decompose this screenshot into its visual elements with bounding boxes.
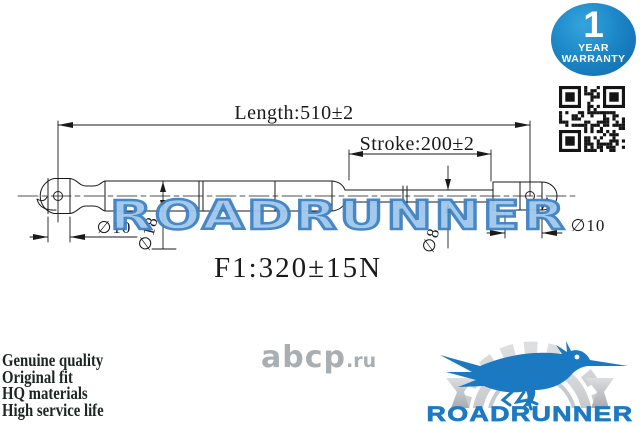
stroke-dimension-label: Stroke:200±2	[360, 133, 475, 155]
force-label: F1:320±15N	[214, 252, 382, 284]
brand-logo-graphic	[440, 341, 628, 411]
warranty-word-warranty: WARRANTY	[561, 53, 626, 65]
qr-code-icon	[559, 86, 625, 152]
right-eye-diameter-label: ∅10	[571, 216, 606, 235]
left-eye-diameter-label: ∅10	[97, 218, 132, 237]
feature-item: High service life	[2, 399, 104, 420]
watermark-roadrunner: ROADRUNNER	[108, 193, 568, 239]
warranty-years: 1	[583, 4, 604, 45]
body-diameter-dimension	[151, 180, 177, 250]
stroke-dimension	[348, 149, 492, 182]
warranty-word-year: YEAR	[578, 42, 609, 54]
watermark-abcp-name: abcp	[261, 340, 346, 375]
cylinder-body	[104, 180, 346, 212]
warranty-badge-icon: 1 YEAR WARRANTY	[551, 3, 636, 76]
brand-logo-wordmark: ROADRUNNER	[426, 403, 634, 425]
watermark-abcp: abcp.ru	[261, 342, 376, 377]
feature-list: Genuine quality Original fit HQ material…	[2, 350, 104, 420]
right-end-fitting	[492, 181, 558, 211]
piston-rod	[344, 185, 494, 207]
brand-logo: ROADRUNNER	[420, 328, 640, 425]
left-end-fitting	[36, 178, 106, 214]
length-dimension-label: Length:510±2	[234, 102, 353, 124]
watermark-abcp-tld: .ru	[345, 350, 377, 372]
roadrunner-bird-icon	[440, 341, 628, 411]
length-dimension	[57, 120, 531, 223]
feature-item: Genuine quality	[2, 350, 104, 370]
feature-item: Original fit	[2, 366, 73, 387]
drawing-lines	[17, 120, 579, 250]
dimension-arrowheads	[33, 122, 557, 240]
gear-support-right	[586, 378, 614, 408]
feature-item: HQ materials	[2, 383, 88, 403]
